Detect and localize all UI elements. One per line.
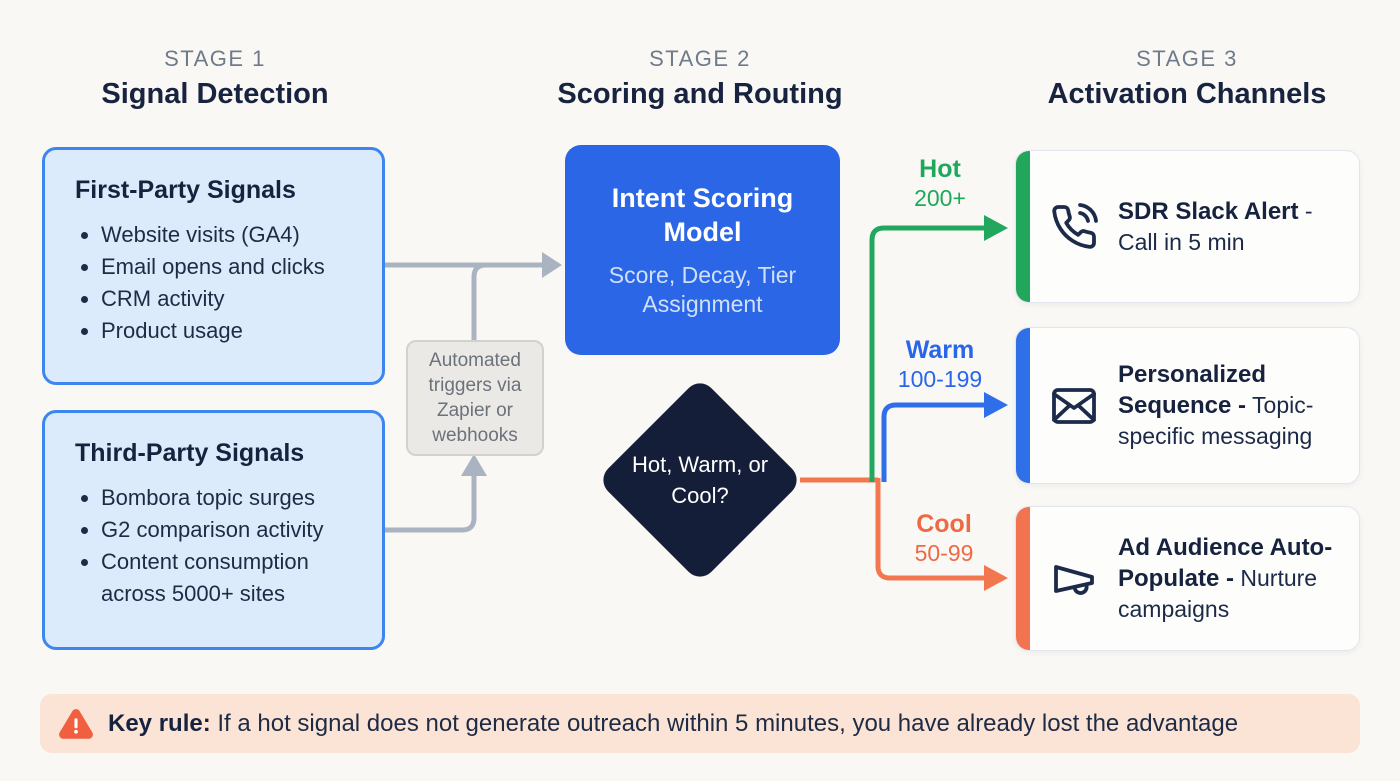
channel-title: Ad Audience Auto-Populate - [1118,534,1333,592]
arrowhead-into-triggers [461,454,487,476]
stage-1-title: Signal Detection [101,78,329,110]
channel-description: - Call in 5 min [1118,197,1313,255]
card-text: SDR Slack Alert - Call in 5 min [1118,196,1356,258]
first-party-list: Website visits (GA4) Email opens and cli… [75,219,358,347]
warning-icon [58,706,94,742]
third-party-signals-box: Third-Party Signals Bombora topic surges… [42,410,385,650]
route-hot-range: 200+ [914,185,966,211]
arrowhead-cool [984,565,1008,591]
route-label-cool: Cool 50-99 [882,510,1006,567]
stage-2-header: STAGE 2 Scoring and Routing [485,46,915,111]
connector-cool [800,477,984,581]
key-rule-banner: Key rule: If a hot signal does not gener… [40,694,1360,753]
intent-scoring-title: Intent Scoring Model [611,183,794,247]
accent-bar-blue [1016,328,1030,483]
key-rule-body: If a hot signal does not generate outrea… [217,709,1239,737]
channel-card-sdr-slack-alert: SDR Slack Alert - Call in 5 min [1015,150,1360,303]
stage-2-label: STAGE 2 [649,46,751,71]
accent-bar-green [1016,151,1030,302]
card-text: Ad Audience Auto-Populate - Nurture camp… [1118,532,1356,625]
connector-third-party [385,474,477,533]
arrowhead-hot [984,215,1008,241]
intent-scoring-model-box: Intent Scoring Model Score, Decay, Tier … [565,145,840,355]
route-warm-range: 100-199 [897,366,983,392]
accent-bar-orange [1016,507,1030,650]
automated-triggers-note: Automated triggers via Zapier or webhook… [406,340,544,456]
route-label-warm: Warm 100-199 [878,336,1002,393]
key-rule-label: Key rule: [108,709,211,737]
channel-card-personalized-sequence: Personalized Sequence - Topic-specific m… [1015,327,1360,484]
stage-1-header: STAGE 1 Signal Detection [0,46,430,111]
list-item: CRM activity [101,283,358,315]
stage-3-label: STAGE 3 [1136,46,1238,71]
route-label-hot: Hot 200+ [878,155,1002,212]
channel-description: Nurture campaigns [1118,565,1318,622]
list-item: Website visits (GA4) [101,219,358,251]
third-party-title: Third-Party Signals [75,439,305,467]
stage-2-title: Scoring and Routing [557,78,843,110]
channel-title: Personalized Sequence - [1118,361,1267,419]
key-rule-text: Key rule: If a hot signal does not gener… [108,710,1238,738]
route-cool-range: 50-99 [914,540,974,566]
list-item: Email opens and clicks [101,251,358,283]
connector-hot [869,225,984,482]
decision-question: Hot, Warm, or Cool? [631,452,769,508]
arrowhead-into-scoring [542,252,562,278]
stage-3-header: STAGE 3 Activation Channels [972,46,1400,111]
list-item: Content consumption across 5000+ sites [101,546,358,610]
channel-description: Topic-specific messaging [1118,392,1314,449]
list-item: G2 comparison activity [101,514,358,546]
list-item: Bombora topic surges [101,482,358,514]
mail-icon [1050,382,1098,430]
stage-3-title: Activation Channels [1047,78,1327,110]
third-party-list: Bombora topic surges G2 comparison activ… [75,482,358,610]
stage-1-label: STAGE 1 [164,46,266,71]
first-party-signals-box: First-Party Signals Website visits (GA4)… [42,147,385,385]
first-party-title: First-Party Signals [75,176,296,204]
phone-call-icon [1050,202,1098,251]
list-item: Product usage [101,315,358,347]
route-cool-name: Cool [916,510,972,538]
intent-scoring-subtitle: Score, Decay, Tier Assignment [608,262,797,317]
trigger-note-text: Automated triggers via Zapier or webhook… [428,350,522,446]
card-text: Personalized Sequence - Topic-specific m… [1118,359,1356,452]
route-hot-name: Hot [919,155,961,183]
arrowhead-warm [984,392,1008,418]
connector-warm [881,402,984,482]
megaphone-icon [1050,555,1098,603]
route-warm-name: Warm [905,336,975,364]
channel-title: SDR Slack Alert [1118,197,1299,225]
channel-card-ad-audience: Ad Audience Auto-Populate - Nurture camp… [1015,506,1360,651]
connector-triggers-up [471,262,487,340]
